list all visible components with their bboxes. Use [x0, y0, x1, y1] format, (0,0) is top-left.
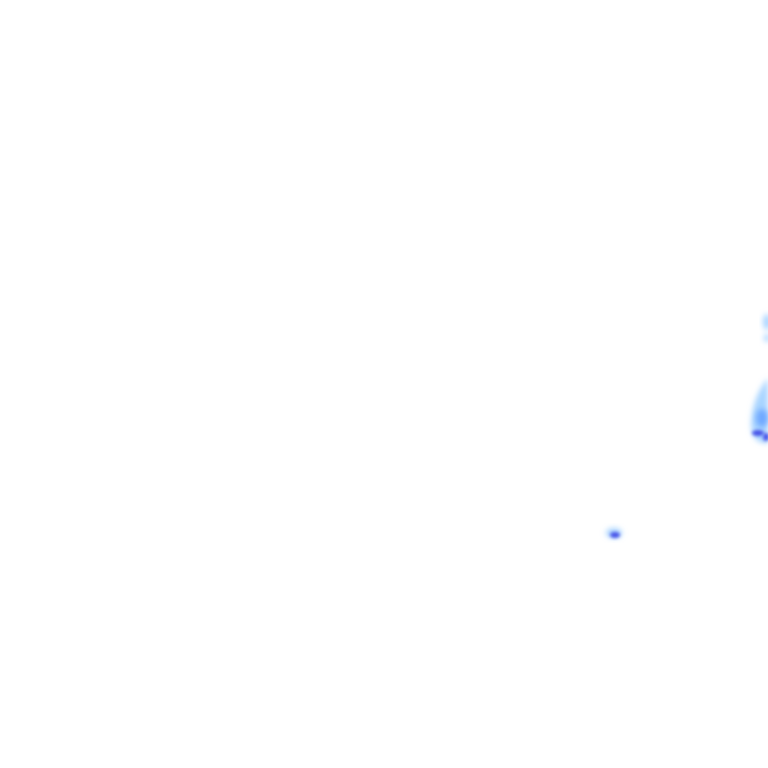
precip-cell-east-upper [763, 314, 768, 342]
precip-cell-south [606, 528, 622, 538]
precip-cell-east [751, 378, 768, 444]
